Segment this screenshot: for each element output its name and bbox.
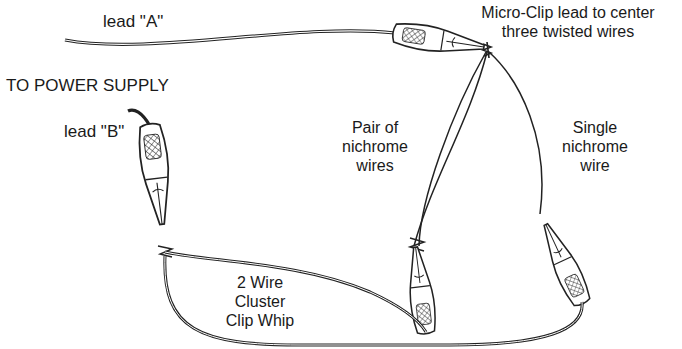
nichrome-single — [489, 52, 542, 214]
wire-label: Pair of nichrome wires — [335, 118, 415, 175]
cluster-whip — [165, 252, 582, 345]
micro-clip-a — [391, 21, 486, 60]
power-supply-label: TO POWER SUPPLY — [6, 76, 169, 95]
clip-b — [136, 122, 175, 226]
wire-label: Single nichrome wire — [555, 118, 635, 175]
lead-label: lead "B" — [64, 122, 124, 141]
single-clip — [535, 220, 593, 309]
pair-clip — [404, 246, 438, 336]
whip-label: 2 Wire Cluster Clip Whip — [220, 273, 300, 330]
lead-label: lead "A" — [103, 12, 163, 31]
callout-label: Micro-Clip lead to center three twisted … — [462, 3, 674, 41]
nichrome-pair — [410, 52, 487, 251]
lead-a-wire — [65, 31, 395, 45]
